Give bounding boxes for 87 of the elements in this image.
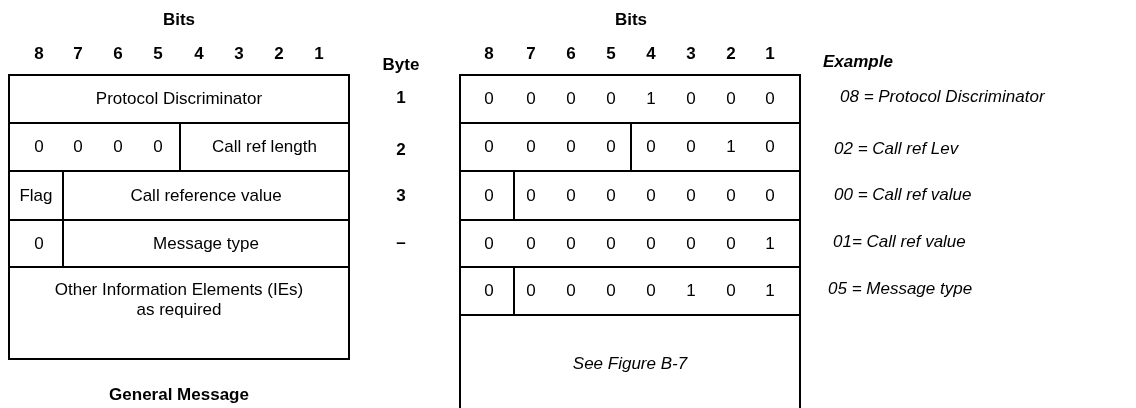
bit-value: 0: [34, 233, 44, 254]
bit-value: 1: [765, 233, 775, 254]
field-box: [459, 314, 801, 408]
bit-value: 0: [526, 89, 536, 109]
bit-value: 0: [765, 89, 775, 109]
bit-value: 0: [606, 233, 616, 254]
bit-value: 0: [686, 137, 696, 157]
bit-value: 0: [34, 137, 44, 157]
field-box: [459, 74, 801, 124]
bit-value: 0: [686, 185, 696, 206]
bit-value: 0: [566, 281, 576, 301]
bit-value: 0: [726, 185, 736, 206]
bit-value: 0: [606, 89, 616, 109]
bit-number: 1: [314, 44, 324, 64]
bit-value: 0: [726, 89, 736, 109]
bit-number: 6: [113, 44, 123, 64]
bit-value: 0: [566, 185, 576, 206]
field-box: [459, 219, 801, 268]
bit-value: 0: [484, 281, 494, 301]
bit-value: 1: [686, 281, 696, 301]
bit-value: 1: [726, 137, 736, 157]
bit-number: 7: [526, 44, 536, 64]
field-box: [8, 266, 350, 360]
bit-value: 0: [113, 137, 123, 157]
bit-value: 0: [686, 233, 696, 254]
bit-value: 0: [566, 137, 576, 157]
bit-number: 3: [686, 44, 696, 64]
column-heading: Byte: [382, 55, 420, 75]
bit-value: 0: [484, 185, 494, 206]
bit-number: 8: [484, 44, 494, 64]
bit-value: 0: [606, 281, 616, 301]
bit-number: 5: [153, 44, 163, 64]
field-label: Call reference value: [129, 185, 283, 206]
bit-value: 0: [526, 185, 536, 206]
bit-value: 0: [726, 233, 736, 254]
bit-number: 7: [73, 44, 83, 64]
bit-number: 1: [765, 44, 775, 64]
field-label: Other Information Elements (IEs) as required: [53, 280, 305, 321]
bit-number: 4: [646, 44, 656, 64]
bit-value: 0: [484, 89, 494, 109]
bit-number: 3: [234, 44, 244, 64]
column-heading: Example: [823, 52, 893, 72]
bit-value: 0: [566, 89, 576, 109]
bit-number: 2: [274, 44, 284, 64]
bit-value: 0: [526, 281, 536, 301]
bit-value: 0: [686, 89, 696, 109]
bit-value: 0: [484, 233, 494, 254]
field-label: Protocol Discriminator: [94, 89, 264, 109]
field-label: Message type: [152, 233, 260, 254]
bit-value: 0: [484, 137, 494, 157]
bit-value: 0: [153, 137, 163, 157]
field-label: Flag: [18, 185, 54, 206]
field-label: Call ref length: [211, 137, 318, 157]
bit-value: 0: [646, 233, 656, 254]
note-text: See Figure B-7: [571, 353, 689, 374]
example-note: 05 = Message type: [828, 279, 973, 299]
bit-value: 0: [566, 233, 576, 254]
bit-value: 0: [646, 281, 656, 301]
bit-value: 0: [526, 233, 536, 254]
example-note: 08 = Protocol Discriminator: [840, 87, 1045, 107]
bit-value: 0: [726, 281, 736, 301]
figure-caption: General Message: [109, 385, 249, 405]
bit-value: 0: [646, 185, 656, 206]
bit-value: 1: [765, 281, 775, 301]
bit-number: 2: [726, 44, 736, 64]
axis-heading: Bits: [162, 10, 196, 30]
bit-value: 0: [646, 137, 656, 157]
axis-heading: Bits: [614, 10, 648, 30]
bit-value: 0: [606, 185, 616, 206]
example-note: 00 = Call ref value: [834, 185, 972, 205]
bit-value: 1: [646, 89, 656, 109]
bit-value: 0: [765, 137, 775, 157]
bit-number: 8: [34, 44, 44, 64]
byte-number: 3: [396, 186, 406, 206]
bit-number: 6: [566, 44, 576, 64]
field-box: [8, 74, 350, 124]
bit-value: 0: [765, 185, 775, 206]
bit-number: 4: [194, 44, 204, 64]
bit-number: 5: [606, 44, 616, 64]
byte-number: –: [396, 233, 406, 253]
bit-value: 0: [526, 137, 536, 157]
byte-number: 1: [396, 88, 406, 108]
bit-value: 0: [73, 137, 83, 157]
example-note: 02 = Call ref Lev: [834, 139, 959, 159]
byte-number: 2: [396, 140, 406, 160]
bit-value: 0: [606, 137, 616, 157]
example-note: 01= Call ref value: [833, 232, 966, 252]
